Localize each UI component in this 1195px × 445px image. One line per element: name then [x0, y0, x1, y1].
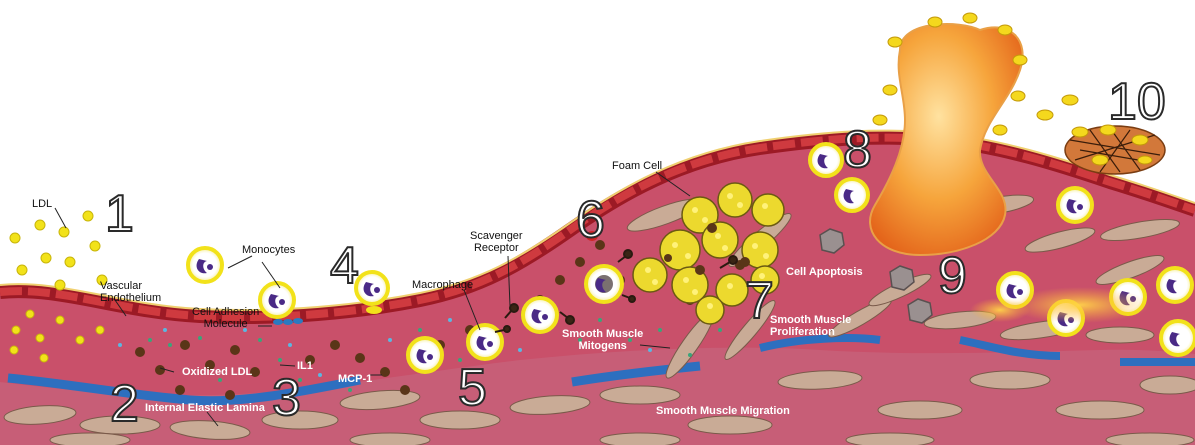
- step-4-number: 4: [330, 240, 359, 292]
- monocytes-label: Monocytes: [242, 244, 295, 256]
- step-6-number: 6: [576, 194, 605, 246]
- step-7-number: 7: [745, 275, 774, 327]
- foam-cell-label: Foam Cell: [612, 160, 662, 172]
- step-10-number: 10: [1108, 76, 1166, 128]
- mcp1-label: MCP-1: [338, 373, 372, 385]
- macrophage-label: Macrophage: [412, 279, 473, 291]
- step-9-number: 9: [938, 250, 967, 302]
- internal-elastic-lamina-label: Internal Elastic Lamina: [145, 402, 265, 414]
- smooth-muscle-proliferation-label: Smooth Muscle Proliferation: [770, 314, 851, 338]
- step-5-number: 5: [458, 362, 487, 414]
- fibrin-clot: [1065, 125, 1165, 174]
- adhesion-molecules: [273, 318, 303, 325]
- step-3-number: 3: [272, 372, 301, 424]
- cell-apoptosis-label: Cell Apoptosis: [786, 266, 863, 278]
- smooth-muscle-mitogens-label: Smooth Muscle Mitogens: [562, 328, 643, 352]
- smooth-muscle-migration-label: Smooth Muscle Migration: [656, 405, 790, 417]
- thrombus-glow-2: [970, 298, 1030, 322]
- step-8-number: 8: [843, 124, 872, 176]
- step-1-number: 1: [105, 188, 134, 240]
- step-2-number: 2: [110, 378, 139, 430]
- ldl-label: LDL: [32, 198, 52, 210]
- oxidized-ldl-label: Oxidized LDL: [182, 366, 252, 378]
- thrombus-glow: [1010, 287, 1150, 323]
- cell-adhesion-molecule-label: Cell Adhesion Molecule: [192, 306, 259, 330]
- scavenger-receptor-label: Scavenger Receptor: [470, 230, 523, 254]
- vascular-endothelium-label: Vascular Endothelium: [100, 280, 161, 304]
